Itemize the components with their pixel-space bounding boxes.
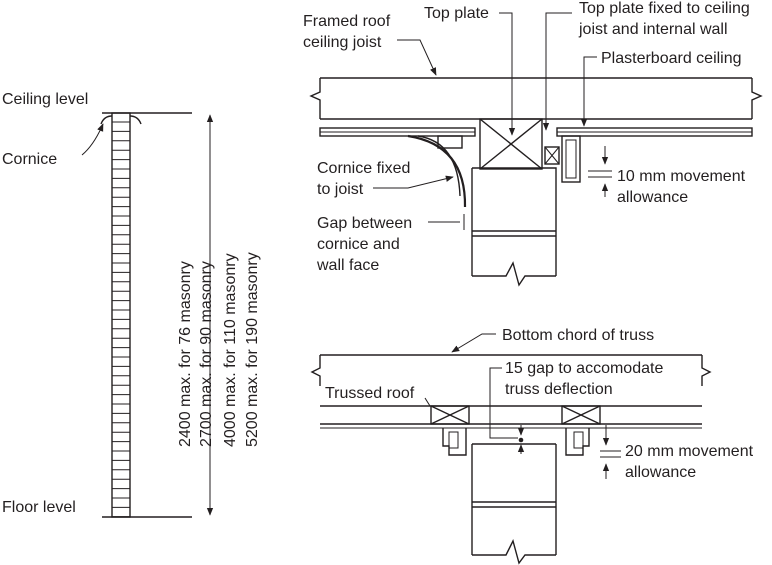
movement-10-label-1: 10 mm movement <box>617 168 746 185</box>
masonry-wall <box>111 112 131 518</box>
height-limit-190: 5200 max. for 190 masonry <box>244 252 261 447</box>
movement-10-label-2: allowance <box>617 189 688 206</box>
cornice-leader <box>81 123 104 156</box>
top-plate-fixed-label-2: joist and internal wall <box>578 21 728 38</box>
cornice-label: Cornice <box>2 151 57 168</box>
fixing-block <box>544 146 560 165</box>
trussed-roof-detail: Bottom chord of truss Trussed roof 15 ga… <box>310 327 754 565</box>
floor-level-label: Floor level <box>2 499 76 516</box>
gap-label-3: wall face <box>316 257 379 274</box>
framed-roof-label: Framed roof <box>303 13 391 30</box>
cornice-right <box>129 115 142 125</box>
cornice-fixed-label-1: Cornice fixed <box>317 160 410 177</box>
top-plate-label: Top plate <box>424 5 489 22</box>
wall-section: Ceiling level Cornice Floor level 2400 m… <box>2 91 261 518</box>
block-left <box>430 405 470 425</box>
gap-deflection-label-1: 15 gap to accomodate <box>505 360 663 377</box>
cornice-left <box>100 115 113 125</box>
movement-20-label-1: 20 mm movement <box>625 443 754 460</box>
bracket <box>561 135 581 183</box>
cornice-fixed-label-2: to joist <box>317 181 364 198</box>
height-limit-110: 4000 max. for 110 masonry <box>222 253 239 447</box>
height-limit-90: 2700 max. for 90 masonry <box>198 261 215 447</box>
gap-label-2: cornice and <box>317 236 400 253</box>
ceiling-joist-label: ceiling joist <box>303 34 382 51</box>
top-plate <box>479 118 543 170</box>
block-right <box>561 405 601 425</box>
gap-deflection-label-2: truss deflection <box>505 381 613 398</box>
trussed-roof-label: Trussed roof <box>325 385 415 402</box>
gap-label-1: Gap between <box>317 215 412 232</box>
top-plate-fixed-label-1: Top plate fixed to ceiling <box>579 0 750 17</box>
ceiling-level-label: Ceiling level <box>2 91 88 108</box>
bracket-left <box>442 428 467 456</box>
wall-face <box>472 167 557 276</box>
height-limit-76: 2400 max. for 76 masonry <box>177 261 194 447</box>
bottom-chord-label: Bottom chord of truss <box>502 327 654 344</box>
plasterboard-ceiling-label: Plasterboard ceiling <box>601 50 742 67</box>
framed-roof-detail: Framed roof ceiling joist Top plate Top … <box>303 0 763 287</box>
bracket-right <box>565 428 590 456</box>
break-right <box>751 78 763 119</box>
movement-20-label-2: allowance <box>625 464 696 481</box>
break-left <box>309 78 321 119</box>
